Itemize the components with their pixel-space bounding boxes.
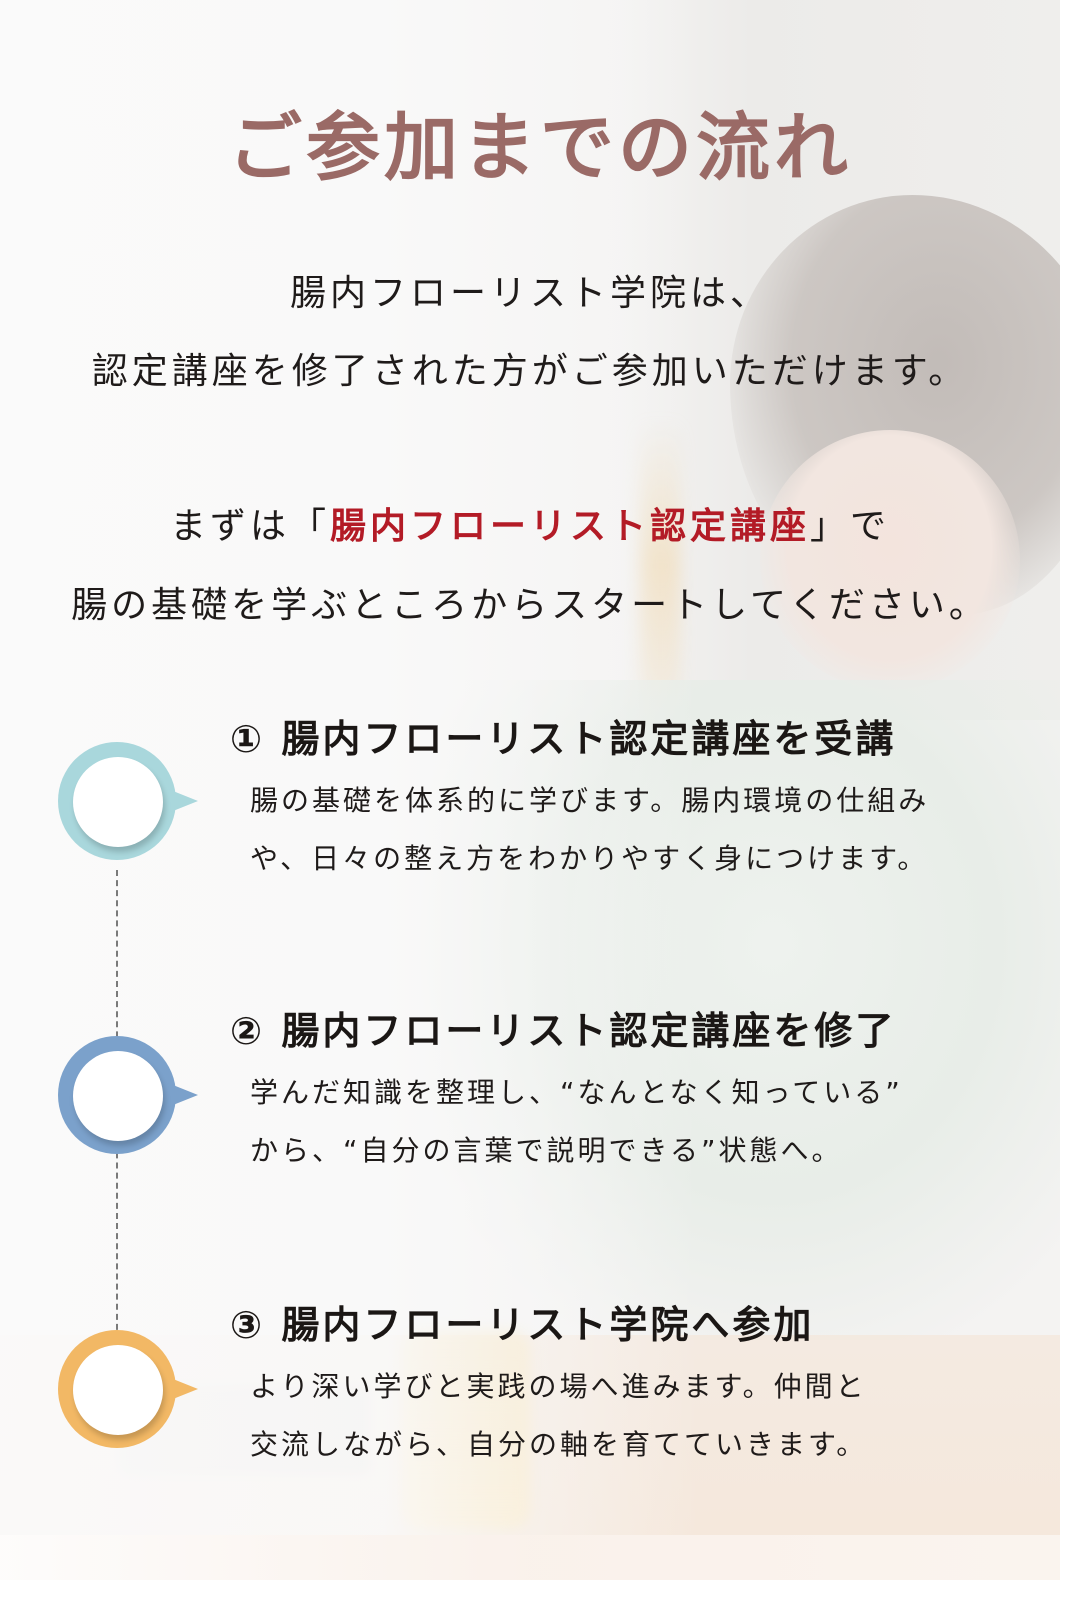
intro-line-1: 腸内フローリスト学院は、: [289, 273, 770, 314]
step-2-desc-line-1: 学んだ知識を整理し、“なんとなく知っている”: [250, 1076, 903, 1109]
step-3-desc-line-2: 交流しながら、自分の軸を育てていきます。: [250, 1428, 868, 1461]
intro-line-4: 腸の基礎を学ぶところからスタートしてください。: [71, 585, 989, 626]
background-photo: [0, 0, 1060, 1535]
step-2-marker-icon: [58, 1036, 208, 1156]
step-2-desc-line-2: から、“自分の言葉で説明できる”状態へ。: [250, 1134, 843, 1167]
step-2-description: 学んだ知識を整理し、“なんとなく知っている” から、“自分の言葉で説明できる”状…: [250, 1064, 1010, 1180]
intro-line-3-prefix: まずは「: [169, 506, 330, 547]
circle-inner-icon: [73, 1345, 163, 1435]
intro-line-2: 認定講座を修了された方がご参加いただけます。: [91, 351, 969, 392]
circle-inner-icon: [73, 1051, 163, 1141]
step-3-desc-line-1: より深い学びと実践の場へ進みます。仲間と: [250, 1370, 867, 1403]
step-1-title: ① 腸内フローリスト認定講座を受講: [230, 717, 897, 761]
step-1-description: 腸の基礎を体系的に学びます。腸内環境の仕組み や、日々の整え方をわかりやすく身に…: [250, 772, 1010, 888]
background-woman-face: [760, 430, 1020, 690]
intro-line-3-suffix: 」で: [810, 506, 891, 547]
right-edge-margin: [1060, 0, 1080, 1600]
speech-bubble-tail-icon: [168, 1083, 198, 1107]
speech-bubble-tail-icon: [168, 789, 198, 813]
page-title: ご参加までの流れ: [228, 105, 852, 191]
intro-line-3: まずは「腸内フローリスト認定講座」で: [0, 497, 1060, 549]
step-2-title: ② 腸内フローリスト認定講座を修了: [230, 1009, 897, 1053]
course-name-highlight: 腸内フローリスト認定講座: [330, 497, 810, 549]
step-3-title: ③ 腸内フローリスト学院へ参加: [230, 1303, 815, 1347]
step-1-marker-icon: [58, 742, 208, 862]
speech-bubble-tail-icon: [168, 1377, 198, 1401]
circle-inner-icon: [73, 757, 163, 847]
step-3-marker-icon: [58, 1330, 208, 1450]
step-1-desc-line-1: 腸の基礎を体系的に学びます。腸内環境の仕組み: [250, 784, 930, 817]
step-3-description: より深い学びと実践の場へ進みます。仲間と 交流しながら、自分の軸を育てていきます…: [250, 1358, 1010, 1474]
bottom-strip: [0, 1535, 1060, 1580]
step-1-desc-line-2: や、日々の整え方をわかりやすく身につけます。: [250, 842, 929, 875]
